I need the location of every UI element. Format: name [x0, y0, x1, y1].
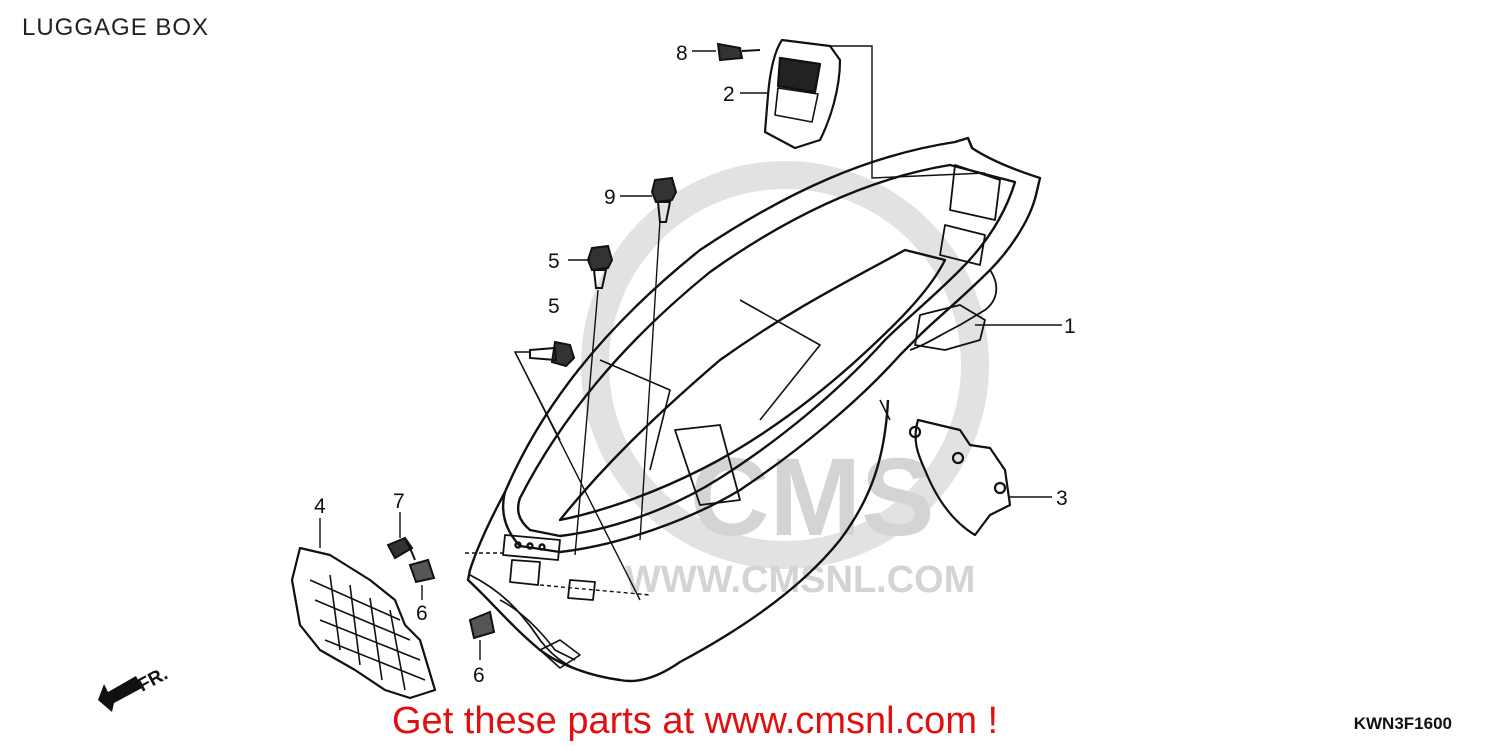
diagram-title: LUGGAGE BOX	[22, 14, 210, 41]
promo-banner[interactable]: Get these parts at www.cmsnl.com !	[392, 700, 999, 742]
callout-8: 8	[676, 42, 688, 65]
callout-3: 3	[1056, 487, 1068, 510]
callout-6-upper: 6	[416, 602, 428, 625]
callout-9: 9	[604, 186, 616, 209]
screw-part-8	[716, 42, 761, 62]
watermark-ring	[581, 161, 989, 569]
diagram-code: KWN3F1600	[1353, 714, 1452, 733]
callout-2: 2	[723, 83, 735, 106]
grille-cover-part	[290, 546, 437, 700]
callout-5-lower: 5	[548, 295, 560, 318]
clip-part-7	[386, 536, 416, 561]
side-cover-part	[908, 418, 1012, 537]
bolt-part-5-lower	[529, 340, 576, 368]
fasteners	[386, 42, 761, 640]
leader-lines	[319, 45, 1062, 660]
luggage-box-part	[466, 136, 1042, 683]
watermark: CMS WWW.CMSNL.COM	[581, 161, 989, 601]
callouts: 1 2 3 4 5 5 6 6 7 8 9	[314, 42, 1076, 687]
front-direction-label: FR.	[134, 664, 171, 697]
clip-nut-part-6-lower	[468, 610, 496, 640]
watermark-brand: CMS	[690, 436, 934, 559]
bolt-part-9	[650, 176, 678, 223]
callout-5-upper: 5	[548, 250, 560, 273]
front-arrow-icon	[98, 676, 142, 712]
front-direction-indicator: FR.	[98, 664, 171, 712]
callout-4: 4	[314, 495, 326, 518]
lid-cover-part	[763, 38, 842, 150]
callout-7: 7	[393, 490, 405, 513]
clip-nut-part-6-upper	[408, 558, 436, 584]
callout-6-lower: 6	[473, 664, 485, 687]
callout-1: 1	[1064, 315, 1076, 338]
